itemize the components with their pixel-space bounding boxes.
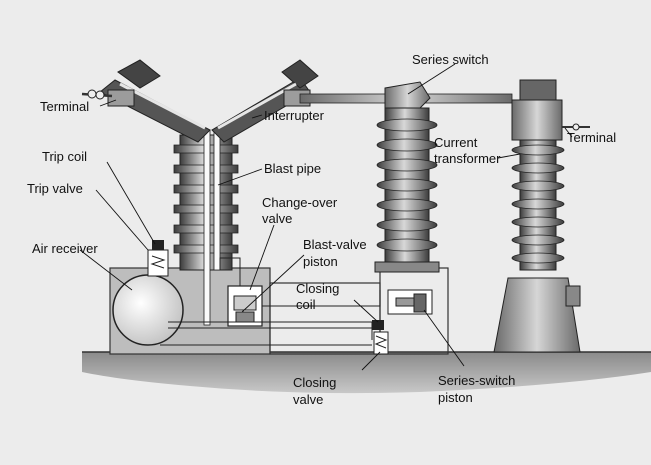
- series-switch-bar: [299, 81, 513, 109]
- air-receiver-tank: [112, 274, 184, 346]
- left-insulator-column: [173, 129, 239, 326]
- change-over-valve: [227, 285, 263, 327]
- air-pipes: [160, 257, 381, 346]
- label-series-switch-piston-1: Series-switch: [438, 373, 515, 388]
- left-terminal: [81, 89, 113, 100]
- label-blast-valve-1: Blast-valve: [303, 237, 367, 252]
- closing-valve-assembly: [372, 320, 389, 355]
- label-terminal-right: Terminal: [567, 130, 616, 145]
- current-transformer-column: [493, 79, 590, 353]
- label-terminal-left: Terminal: [40, 99, 89, 114]
- ground-base: [82, 351, 651, 394]
- label-series-switch-piston-2: piston: [438, 390, 473, 405]
- label-air-receiver: Air receiver: [32, 241, 98, 256]
- interrupter-left-arm: [99, 59, 211, 143]
- label-closing-valve-1: Closing: [293, 375, 336, 390]
- label-trip-coil: Trip coil: [42, 149, 87, 164]
- label-closing-valve-2: valve: [293, 392, 323, 407]
- label-current-transformer-2: transformer: [434, 151, 501, 166]
- label-closing-coil-1: Closing: [296, 281, 339, 296]
- series-switch-piston: [387, 289, 433, 315]
- leader-lines: [79, 63, 573, 371]
- label-series-switch: Series switch: [412, 52, 489, 67]
- trip-coil-assembly: [147, 240, 169, 277]
- label-blast-pipe: Blast pipe: [264, 161, 321, 176]
- label-current-transformer-1: Current: [434, 135, 478, 150]
- label-blast-valve-2: piston: [303, 254, 338, 269]
- middle-insulator-column: [374, 107, 440, 273]
- label-change-over-1: Change-over: [262, 195, 338, 210]
- label-interrupter: Interrupter: [264, 108, 325, 123]
- label-closing-coil-2: coil: [296, 297, 316, 312]
- label-change-over-2: valve: [262, 211, 292, 226]
- label-trip-valve: Trip valve: [27, 181, 83, 196]
